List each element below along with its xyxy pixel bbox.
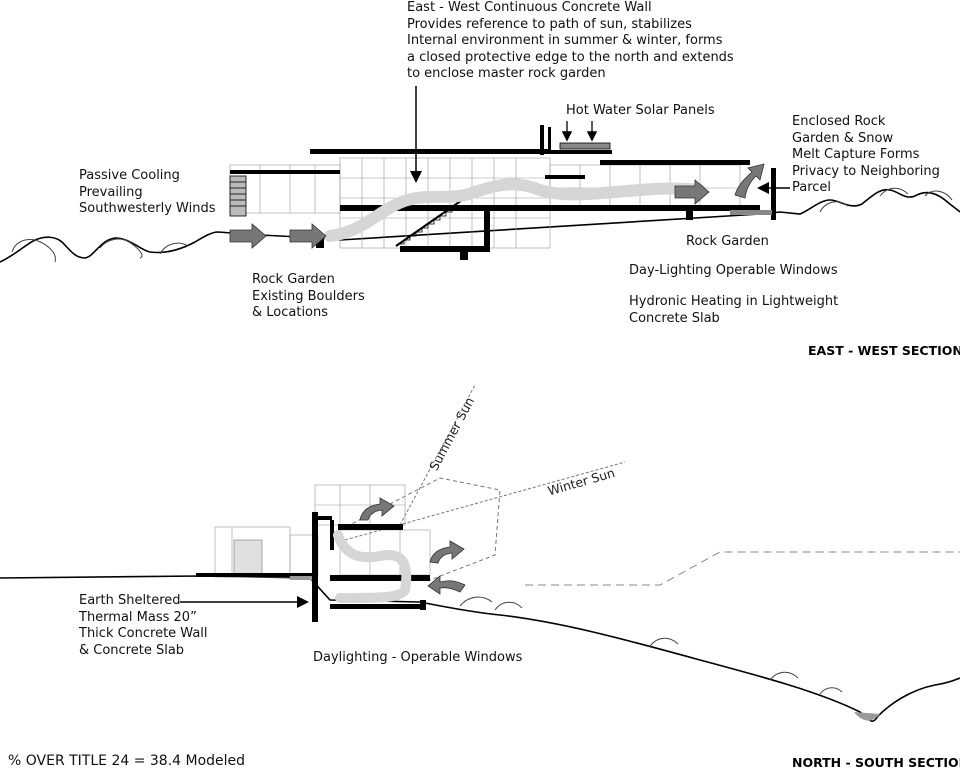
daylighting-windows-label: Day-Lighting Operable Windows [629, 263, 838, 278]
concrete-wall-label: East - West Continuous Concrete Wall Pro… [407, 0, 734, 81]
north-south-section-drawing [0, 384, 960, 723]
ew-ground-line [0, 188, 960, 263]
ew-airflow-path [324, 178, 706, 242]
title24-note: % OVER TITLE 24 = 38.4 Modeled [8, 753, 246, 769]
hydronic-heating-label: Hydronic Heating in Lightweight Concrete… [629, 294, 839, 326]
ew-boulder [11, 239, 56, 263]
ew-boulder [99, 238, 143, 259]
ew-east-concrete-wall [771, 168, 776, 220]
ns-slab-grey [290, 576, 312, 580]
ew-boulder [819, 201, 849, 213]
ns-boulder [459, 596, 493, 607]
passive-cooling-label: Passive Cooling Prevailing Southwesterly… [79, 168, 216, 216]
rock-garden-boulders-label: Rock Garden Existing Boulders & Location… [252, 272, 365, 320]
ns-boulder [649, 637, 679, 647]
ew-footing [460, 250, 468, 260]
solar-panels-label: Hot Water Solar Panels [566, 103, 715, 118]
enclosed-rock-garden-label: Enclosed Rock Garden & Snow Melt Capture… [792, 114, 940, 195]
east-west-section-title: EAST - WEST SECTION [808, 343, 960, 358]
east-west-section-drawing [0, 86, 960, 263]
daylighting-label: Daylighting - Operable Windows [313, 650, 523, 665]
rock-garden-label: Rock Garden [686, 234, 769, 249]
ns-summer-sun-ray [399, 384, 476, 526]
ew-solar-panels [559, 142, 611, 150]
ns-terrain-dashed [525, 551, 960, 586]
ns-ground-line [0, 575, 960, 723]
ns-structure [196, 512, 430, 622]
ew-wind-arrows [229, 163, 765, 249]
ew-louvre [229, 175, 247, 217]
ns-pond [854, 712, 880, 721]
ew-boulder [159, 242, 189, 255]
ew-stair-treads [400, 208, 453, 245]
ns-boulder [769, 671, 799, 681]
ew-footing [316, 236, 324, 248]
ns-boulder [819, 687, 843, 695]
ns-airflow-path [333, 530, 412, 603]
ew-roof-slabs [230, 125, 760, 211]
ns-garage-door [233, 539, 263, 577]
ew-boulder [879, 187, 909, 197]
ew-lower-floor [400, 211, 490, 252]
ns-boulder [494, 601, 523, 611]
ew-stair [395, 199, 463, 247]
ew-enclosed-garden-slab [730, 210, 772, 215]
ns-sun-envelope [339, 477, 501, 581]
north-south-section-title: NORTH - SOUTH SECTION [792, 755, 960, 770]
ew-footing [686, 206, 693, 220]
earth-sheltered-label: Earth Sheltered Thermal Mass 20” Thick C… [79, 593, 208, 658]
ns-winter-sun-ray [344, 461, 626, 541]
ns-airflow-arrows [359, 497, 466, 595]
ew-boulder [924, 190, 953, 201]
